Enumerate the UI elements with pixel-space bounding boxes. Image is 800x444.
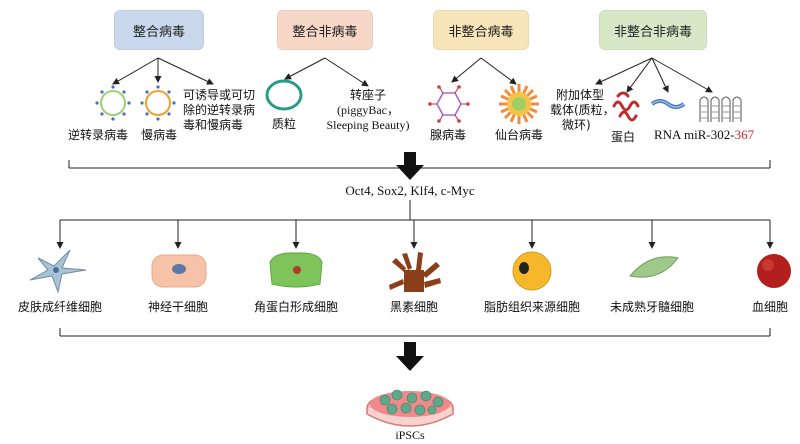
retrovirus-icon [95, 85, 131, 121]
cell-label-keratinocyte: 角蛋白形成细胞 [253, 300, 338, 314]
blood-cell-icon [757, 254, 791, 288]
label-protein: 蛋白 [611, 130, 636, 144]
category-arrows [112, 57, 713, 93]
factors-label: Oct4, Sox2, Klf4, c-Myc [345, 183, 475, 198]
protein-icon [612, 91, 640, 122]
label-sendai: 仙台病毒 [495, 128, 544, 142]
keratinocyte-cell-icon [269, 252, 323, 288]
label-adenovirus: 腺病毒 [430, 128, 467, 142]
label-rna: RNA [654, 127, 682, 142]
label-transposon-line3: Sleeping Beauty) [326, 118, 410, 132]
rna-icon [650, 99, 686, 109]
plasmid-icon [265, 79, 303, 111]
sendai-virus-icon [499, 84, 539, 124]
label-inducible-line1: 可诱导或可切 [183, 88, 256, 102]
mirna-icon [699, 96, 742, 122]
label-mirna: miR-302-367 [684, 128, 754, 142]
label-mirna-prefix: miR-302- [684, 127, 735, 142]
fibroblast-cell-icon [29, 249, 87, 294]
adenovirus-icon [428, 85, 470, 123]
big-arrow-2 [396, 342, 424, 371]
label-episomal-line3: 微环) [562, 118, 591, 132]
label-episomal-line2: 载体(质粒， [550, 103, 615, 117]
lentivirus-icon [140, 85, 176, 121]
cell-label-adipose: 脂肪组织来源细胞 [483, 300, 580, 314]
category-integrating-nonviral: 整合非病毒 [277, 10, 373, 50]
result-label: iPSCs [395, 428, 425, 442]
label-transposon-line2: (piggyBac， [337, 103, 399, 117]
petri-dish-icon [366, 389, 454, 427]
label-lentivirus: 慢病毒 [141, 128, 178, 142]
cell-label-neural-stem: 神经干细胞 [147, 300, 208, 314]
label-inducible-line2: 除的逆转录病 [183, 103, 256, 117]
adipose-cell-icon [512, 251, 552, 291]
label-episomal-line1: 附加体型 [556, 88, 605, 102]
cell-label-dental-pulp: 未成熟牙髓细胞 [609, 300, 694, 314]
bottom-bracket [59, 328, 771, 337]
label-mirna-suffix: 367 [734, 127, 755, 142]
cell-distribution [56, 200, 774, 249]
category-integrating-viral: 整合病毒 [114, 10, 204, 50]
cell-label-melanocyte: 黑素细胞 [389, 300, 438, 314]
cell-label-fibroblast: 皮肤成纤维细胞 [17, 300, 102, 314]
melanocyte-cell-icon [389, 252, 441, 292]
category-nonintegrating-nonviral: 非整合非病毒 [599, 10, 707, 50]
cell-label-blood: 血细胞 [751, 300, 788, 314]
neural-stem-cell-icon [151, 254, 207, 288]
category-nonintegrating-viral: 非整合病毒 [433, 10, 529, 50]
label-inducible-line3: 毒和慢病毒 [183, 118, 244, 132]
big-arrow-1 [396, 152, 424, 180]
dental-pulp-cell-icon [629, 256, 679, 278]
label-retrovirus: 逆转录病毒 [68, 128, 129, 142]
label-transposon-line1: 转座子 [349, 88, 386, 102]
label-plasmid: 质粒 [272, 117, 297, 131]
